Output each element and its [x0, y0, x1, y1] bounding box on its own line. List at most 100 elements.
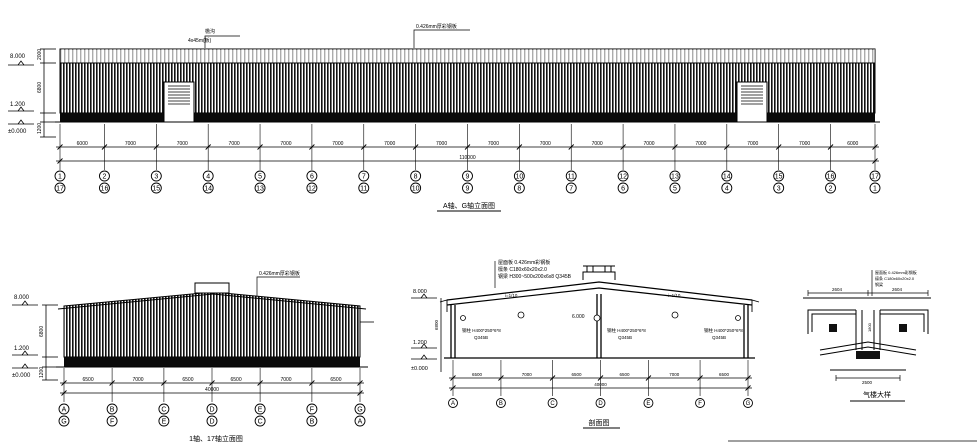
section-elev-8000: 8.000	[413, 289, 427, 295]
dimension-label: 6500	[82, 377, 93, 383]
axis-label: 16	[101, 186, 109, 193]
axis-label: G	[357, 407, 362, 414]
section-title: 剖面图	[589, 418, 610, 427]
axis-label: E	[646, 401, 650, 407]
axis-bubble	[565, 170, 577, 182]
dimension-label: 7000	[488, 141, 499, 147]
axis-bubble	[695, 398, 706, 408]
front-elev-8000: 8.000	[10, 54, 26, 60]
axis-label: F	[698, 401, 702, 407]
axis-bubble	[547, 398, 558, 408]
axis-bubble	[595, 398, 606, 408]
axis-bubble	[513, 182, 525, 194]
dimension-label: 7000	[540, 141, 551, 147]
axis-label: 9	[466, 186, 470, 193]
axis-label: 17	[56, 186, 64, 193]
dimension-label: 6000	[847, 141, 858, 147]
axis-label: E	[258, 407, 263, 414]
dimension-label: 7000	[384, 141, 395, 147]
side-wall-cladding	[63, 291, 361, 358]
dimension-label: 7000	[643, 141, 654, 147]
total-dimension-label: 40000	[594, 382, 607, 387]
front-note-panel: 4x45m(板)	[188, 37, 212, 44]
axis-bubble	[462, 182, 473, 194]
axis-label: G	[746, 401, 751, 407]
detail-dim-side: 1800	[867, 322, 872, 332]
axis-bubble	[617, 170, 629, 182]
section-column-label-1: 钢柱 H400*250*6*8	[462, 327, 501, 334]
axis-bubble	[254, 182, 266, 194]
section-slope-right: i=1/10	[668, 293, 681, 298]
axis-bubble	[254, 415, 266, 427]
side-dim-6800: 6800	[39, 326, 45, 337]
dimension-label: 7000	[177, 141, 188, 147]
axis-label: 7	[362, 174, 366, 181]
axis-label: 6	[310, 174, 314, 181]
total-dimension-label: 40000	[205, 387, 219, 393]
axis-bubble	[410, 170, 422, 182]
axis-bubble	[206, 415, 218, 427]
dimension-label: 6500	[572, 372, 583, 377]
dimension-label: 7000	[747, 141, 758, 147]
section-elev-0000: ±0.000	[411, 366, 428, 372]
axis-label: 1	[873, 186, 877, 193]
axis-bubble	[669, 170, 681, 182]
dimension-label: 6500	[619, 372, 630, 377]
axis-label: 15	[775, 174, 783, 181]
axis-bubble	[354, 415, 366, 427]
dimension-label: 6500	[330, 377, 341, 383]
front-title: A轴、G轴立面图	[443, 201, 495, 210]
side-title: 1轴、17轴立面图	[189, 434, 243, 443]
axis-bubble	[206, 403, 218, 415]
side-elev-0000: ±0.000	[12, 373, 31, 379]
side-elev-1200: 1.200	[14, 346, 30, 352]
axis-bubble	[743, 398, 753, 408]
front-side-dim-3: 1200	[37, 123, 43, 134]
section-elevation-marks	[411, 293, 442, 372]
door-left	[163, 81, 195, 123]
section-column-grade-2: Q345B	[618, 335, 632, 340]
dimension-label: 7000	[229, 141, 240, 147]
detail-note-2: 檩条 C180x60x20x2.0	[875, 275, 915, 281]
section-column-grade-1: Q345B	[474, 335, 488, 340]
axis-label: C	[161, 407, 166, 414]
axis-bubble	[825, 170, 836, 182]
axis-bubble	[565, 182, 577, 194]
axis-label: 9	[466, 174, 470, 181]
axis-label: 10	[515, 174, 523, 181]
ridge-detail: 2604 2604 2500 1800 屋面板 0.426mm彩钢板 檩条 C1…	[803, 269, 931, 402]
axis-bubble	[513, 170, 525, 182]
axis-label: 8	[517, 186, 521, 193]
axis-bubble	[58, 415, 70, 427]
axis-bubble	[202, 170, 214, 182]
axis-label: D	[598, 401, 603, 407]
front-elev-0000: ±0.000	[8, 129, 27, 135]
axis-bubble	[495, 398, 506, 408]
section-column-label-2: 钢柱 H400*250*6*8	[607, 327, 646, 334]
axis-bubble	[410, 182, 422, 194]
axis-bubble	[643, 398, 654, 408]
front-side-dim-2: 6800	[37, 82, 43, 93]
axis-label: F	[110, 419, 114, 426]
axis-label: 13	[671, 174, 679, 181]
axis-bubble	[617, 182, 629, 194]
axis-label: 8	[414, 174, 418, 181]
section-ridge-vent	[582, 265, 616, 280]
dimension-label: 7000	[125, 141, 136, 147]
section-elev-1200: 1.200	[413, 340, 427, 346]
side-dim-1200: 1200	[39, 367, 45, 378]
axis-bubble	[150, 182, 162, 194]
axis-bubble	[354, 403, 366, 415]
axis-label: 14	[204, 186, 212, 193]
detail-dim-top-right: 2604	[892, 287, 903, 292]
axis-bubble	[462, 170, 473, 182]
axis-label: D	[209, 419, 214, 426]
axis-label: 4	[206, 174, 210, 181]
dimension-label: 6500	[719, 372, 730, 377]
side-roof-ridge-box	[194, 282, 230, 294]
section-note-1: 屋面板 0.426mm彩钢板	[498, 259, 550, 266]
front-elev-1200: 1.200	[10, 102, 26, 108]
axis-label: 14	[723, 174, 731, 181]
axis-bubble	[306, 170, 318, 182]
